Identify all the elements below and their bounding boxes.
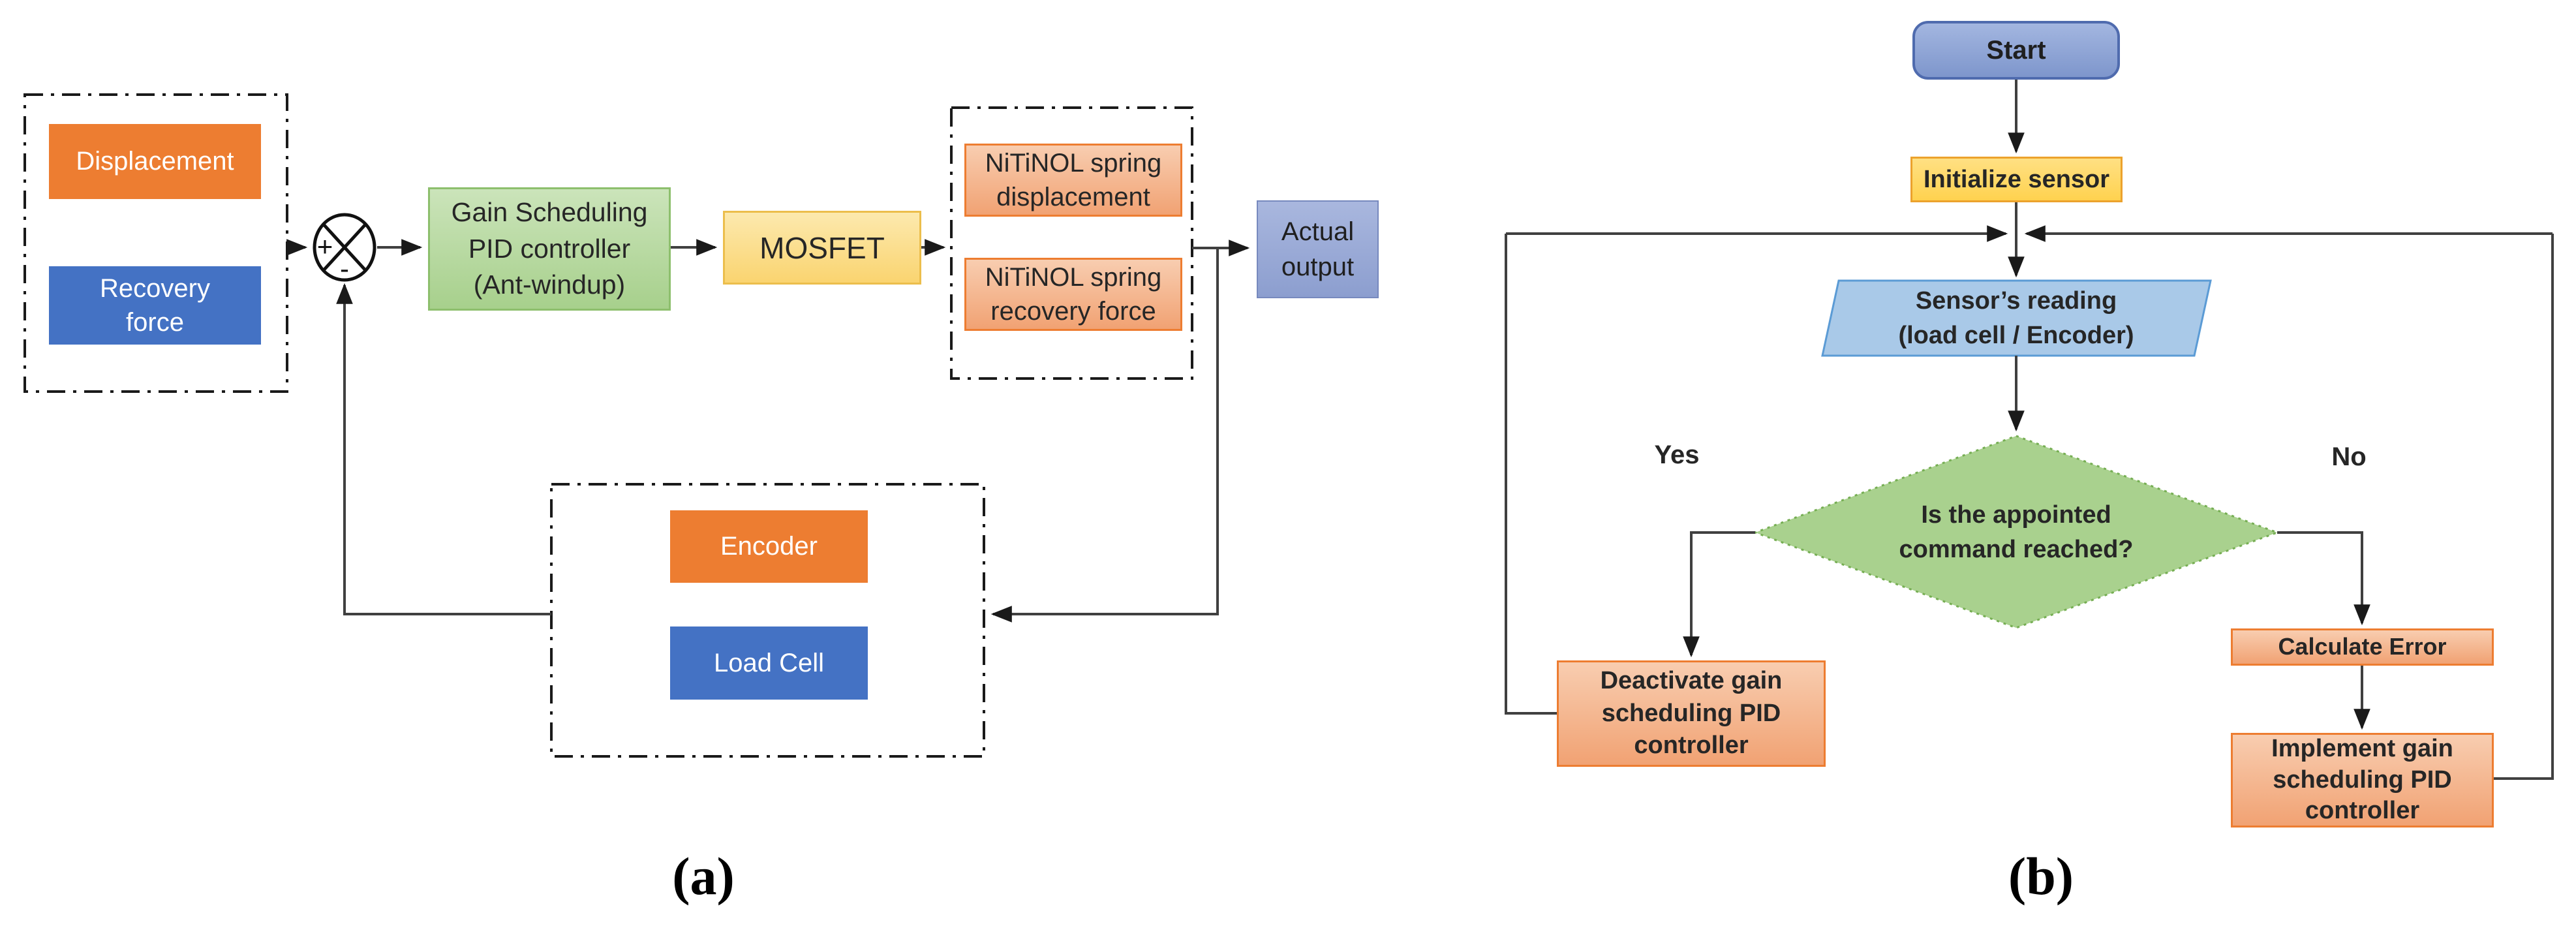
no-branch-arrow: [2277, 531, 2370, 626]
nitinol-recovery-box: NiTiNOL spring recovery force: [964, 258, 1182, 331]
label-line: output: [1281, 253, 1355, 281]
displacement-box: Displacement: [49, 124, 261, 199]
label-line: scheduling PID: [2273, 766, 2452, 794]
nitinol-plant-dashed-box: [950, 106, 1193, 380]
label-line: Deactivate gain: [1600, 667, 1783, 695]
decision-label: Is the appointed command reached?: [1899, 501, 2134, 563]
start-node: Start: [1912, 21, 2120, 80]
label-line: controller: [1634, 732, 1749, 760]
label-line: scheduling PID: [1601, 699, 1781, 727]
pid-controller-box: Gain Scheduling PID controller (Ant-wind…: [428, 187, 671, 311]
feedback-sensors-dashed-box: [550, 483, 985, 758]
label-line: Actual: [1281, 217, 1355, 246]
initialize-label: Initialize sensor: [1923, 165, 2110, 193]
panel-b-caption: (b): [2008, 846, 2074, 906]
yes-branch-arrow: [1683, 531, 1755, 658]
calculate-error-label: Calculate Error: [2278, 633, 2447, 660]
implement-controller-box: Implement gain scheduling PID controller: [2231, 733, 2494, 827]
label-line: Recovery: [100, 274, 210, 303]
no-branch-label: No: [2331, 442, 2367, 471]
label-line: NiTiNOL spring: [985, 149, 1162, 178]
initialize-sensor-node: Initialize sensor: [1910, 157, 2123, 202]
feedback-output-to-sensors: [990, 248, 1219, 623]
label-line: recovery force: [990, 297, 1156, 326]
mosfet-label: MOSFET: [759, 230, 885, 265]
io-parallelogram: [1821, 279, 2212, 357]
actual-output-box: Actual output: [1257, 200, 1379, 298]
calculate-error-box: Calculate Error: [2231, 628, 2494, 666]
label-line: Gain Scheduling: [451, 197, 648, 228]
nitinol-displacement-box: NiTiNOL spring displacement: [964, 144, 1182, 217]
summing-junction: [313, 213, 376, 282]
summing-minus-sign: -: [340, 253, 349, 284]
label-line: Implement gain: [2271, 735, 2453, 763]
sensor-reading-label: Sensor’s reading (load cell / Encoder): [1898, 287, 2134, 349]
panel-a-caption: (a): [672, 846, 735, 906]
displacement-label: Displacement: [76, 147, 234, 176]
encoder-box: Encoder: [670, 510, 868, 583]
label-line: displacement: [996, 183, 1150, 211]
label-line: NiTiNOL spring: [985, 263, 1162, 292]
decision-diamond: [1752, 435, 2280, 629]
label-line: PID controller: [468, 233, 631, 264]
feedback-deactivate-riser: [1505, 234, 1557, 715]
label-line: controller: [2305, 797, 2420, 825]
deactivate-controller-box: Deactivate gain scheduling PID controlle…: [1557, 660, 1826, 767]
label-line: force: [126, 308, 184, 337]
mosfet-box: MOSFET: [723, 211, 921, 285]
start-label: Start: [1986, 35, 2046, 65]
recovery-force-box: Recovery force: [49, 266, 261, 345]
summing-plus-sign: +: [316, 231, 333, 262]
label-line: (Ant-windup): [473, 270, 626, 300]
load-cell-box: Load Cell: [670, 626, 868, 700]
encoder-label: Encoder: [720, 532, 818, 561]
load-cell-label: Load Cell: [713, 649, 824, 677]
feedback-implement-riser: [2494, 234, 2554, 780]
yes-branch-label: Yes: [1654, 441, 1700, 469]
feedback-sensors-to-sum: [336, 283, 551, 615]
